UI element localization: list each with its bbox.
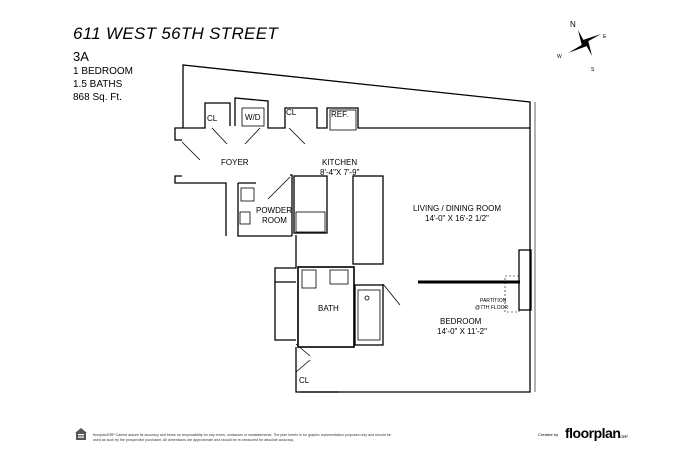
building-address: 611 WEST 56TH STREET — [73, 24, 279, 43]
washer-dryer-label: W/D — [245, 113, 261, 122]
powder-room-label-2: ROOM — [262, 216, 287, 225]
credit-label: Creative by — [538, 432, 559, 437]
equal-housing-icon — [75, 428, 87, 440]
closet-label: CL — [286, 108, 297, 117]
refrigerator-label: REF. — [331, 110, 348, 119]
partition-label: PARTITION — [480, 298, 507, 304]
brand-name: floorplan — [565, 425, 621, 441]
bath-label: BATH — [318, 304, 339, 313]
compass-icon: N E W S — [557, 20, 607, 73]
living-dining-dimensions: 14'-0" X 16'-2 1/2" — [425, 214, 489, 223]
unit-number: 3A — [73, 49, 89, 64]
floorplan-logo: floorplanGRP — [565, 425, 628, 441]
compass-east: E — [603, 34, 607, 40]
bath-count: 1.5 BATHS — [73, 79, 123, 90]
brand-suffix: GRP — [620, 434, 628, 439]
powder-room-label: POWDER — [256, 206, 292, 215]
kitchen-dimensions: 8'-4"X 7'-9" — [320, 168, 360, 177]
closet-label: CL — [207, 114, 218, 123]
disclaimer-text: floorplanGRP Cannot assure its accuracy … — [93, 433, 391, 442]
bedroom-count: 1 BEDROOM — [73, 66, 134, 77]
walls — [174, 64, 536, 393]
foyer-label: FOYER — [221, 158, 249, 167]
kitchen-label: KITCHEN — [322, 158, 357, 167]
bedroom-dimensions: 14'-0" X 11'-2" — [437, 327, 487, 336]
square-footage: 868 Sq. Ft. — [73, 92, 122, 103]
living-dining-label: LIVING / DINING ROOM — [413, 204, 501, 213]
compass-south: S — [591, 67, 595, 73]
bedroom-label: BEDROOM — [440, 317, 482, 326]
partition-floor-label: @7TH FLOOR — [475, 305, 509, 311]
compass-west: W — [557, 54, 562, 60]
compass-north: N — [570, 20, 576, 29]
closet-label: CL — [299, 376, 310, 385]
